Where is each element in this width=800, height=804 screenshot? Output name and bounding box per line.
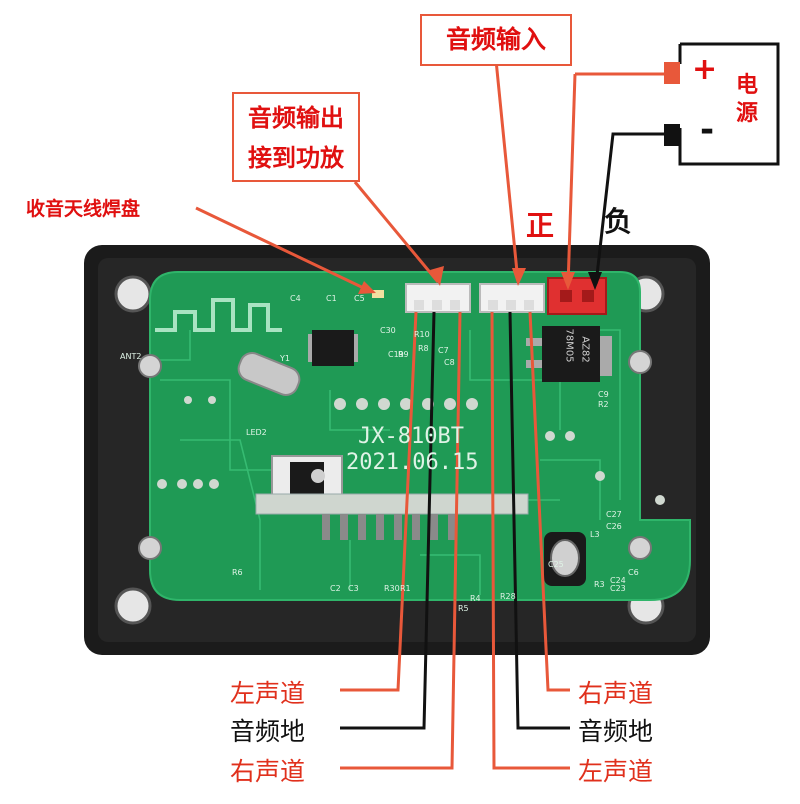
crystal (237, 352, 301, 396)
solder-pad-row (157, 396, 665, 505)
bottom-left-right-channel: 右声道 (230, 757, 306, 786)
screw-left-top (138, 354, 162, 378)
antenna-solder-pad (372, 290, 384, 298)
silk-label: C4 (290, 294, 301, 303)
silk-label: ANT2 (120, 352, 142, 361)
power-supply-label: 电源 (736, 73, 759, 126)
silk-label: C5 (354, 294, 365, 303)
silk-label: C2 (330, 584, 341, 593)
bottom-right-audio-ground: 音频地 (578, 717, 654, 746)
board-date: 2021.06.15 (346, 450, 479, 475)
callout-audio-output-line2: 接到功放 (248, 144, 344, 172)
silk-label: C26 (606, 522, 622, 531)
mount-hole-bl (114, 587, 152, 625)
board-model: JX-810BT (358, 424, 464, 449)
screw-right-top (628, 350, 652, 374)
callout-audio-output-line1: 音频输出 (248, 104, 344, 132)
silk-label: C24 (610, 576, 626, 585)
pin-wires (340, 311, 570, 770)
silk-label: R10 (414, 330, 430, 339)
silk-label: R28 (500, 592, 516, 601)
power-minus-sign: - (700, 110, 715, 150)
power-supply-box (678, 42, 780, 166)
silk-label: LED2 (246, 428, 267, 437)
bottom-right-right-channel: 右声道 (578, 679, 654, 708)
silk-label: C25 (548, 560, 564, 569)
bottom-right-left-channel: 左声道 (578, 757, 654, 786)
silk-label: C3 (348, 584, 359, 593)
silk-label: C7 (438, 346, 449, 355)
display-module (255, 493, 529, 515)
silk-label: R1 (400, 584, 411, 593)
silk-label: Y1 (280, 354, 290, 363)
silk-label: C30 (380, 326, 396, 335)
silk-label: C1 (326, 294, 337, 303)
silk-label: C6 (628, 568, 639, 577)
bottom-left-left-channel: 左声道 (230, 679, 306, 708)
screw-right-bottom (628, 536, 652, 560)
power-minus-terminal (664, 124, 680, 146)
silk-label: R5 (458, 604, 469, 613)
silk-label: C8 (444, 358, 455, 367)
pcb-antenna (155, 298, 282, 332)
silk-label: R30 (384, 584, 400, 593)
power-plus-sign: + (692, 52, 718, 87)
silk-label: C27 (606, 510, 622, 519)
bottom-left-audio-ground: 音频地 (230, 717, 306, 746)
antenna-pad-label: 收音天线焊盘 (26, 198, 141, 220)
silk-label: R3 (594, 580, 605, 589)
callout-audio-output: 音频输出 接到功放 (232, 92, 360, 182)
silk-label: R8 (418, 344, 429, 353)
negative-label: 负 (604, 205, 633, 238)
callout-audio-input: 音频输入 (420, 14, 572, 66)
chip-label-az82: AZ82 (579, 336, 591, 363)
silk-label: C9 (598, 390, 609, 399)
silk-label: R4 (470, 594, 481, 603)
silk-label: R9 (398, 350, 409, 359)
power-plus-terminal (664, 62, 680, 84)
callout-pointers (195, 59, 664, 294)
silk-label: C23 (610, 584, 626, 593)
screw-left-bottom (138, 536, 162, 560)
silk-label: R2 (598, 400, 609, 409)
callout-audio-input-text: 音频输入 (445, 25, 546, 54)
silk-label: R6 (232, 568, 243, 577)
positive-label: 正 (526, 209, 555, 242)
silk-label: L3 (590, 530, 600, 539)
chip-label-78m05: 78M05 (563, 328, 575, 363)
silk-label: C19 (388, 350, 404, 359)
bt-chip (312, 330, 354, 366)
regulator-78m05 (542, 326, 600, 382)
pcb-traces (150, 329, 621, 595)
display-pins (322, 514, 456, 540)
